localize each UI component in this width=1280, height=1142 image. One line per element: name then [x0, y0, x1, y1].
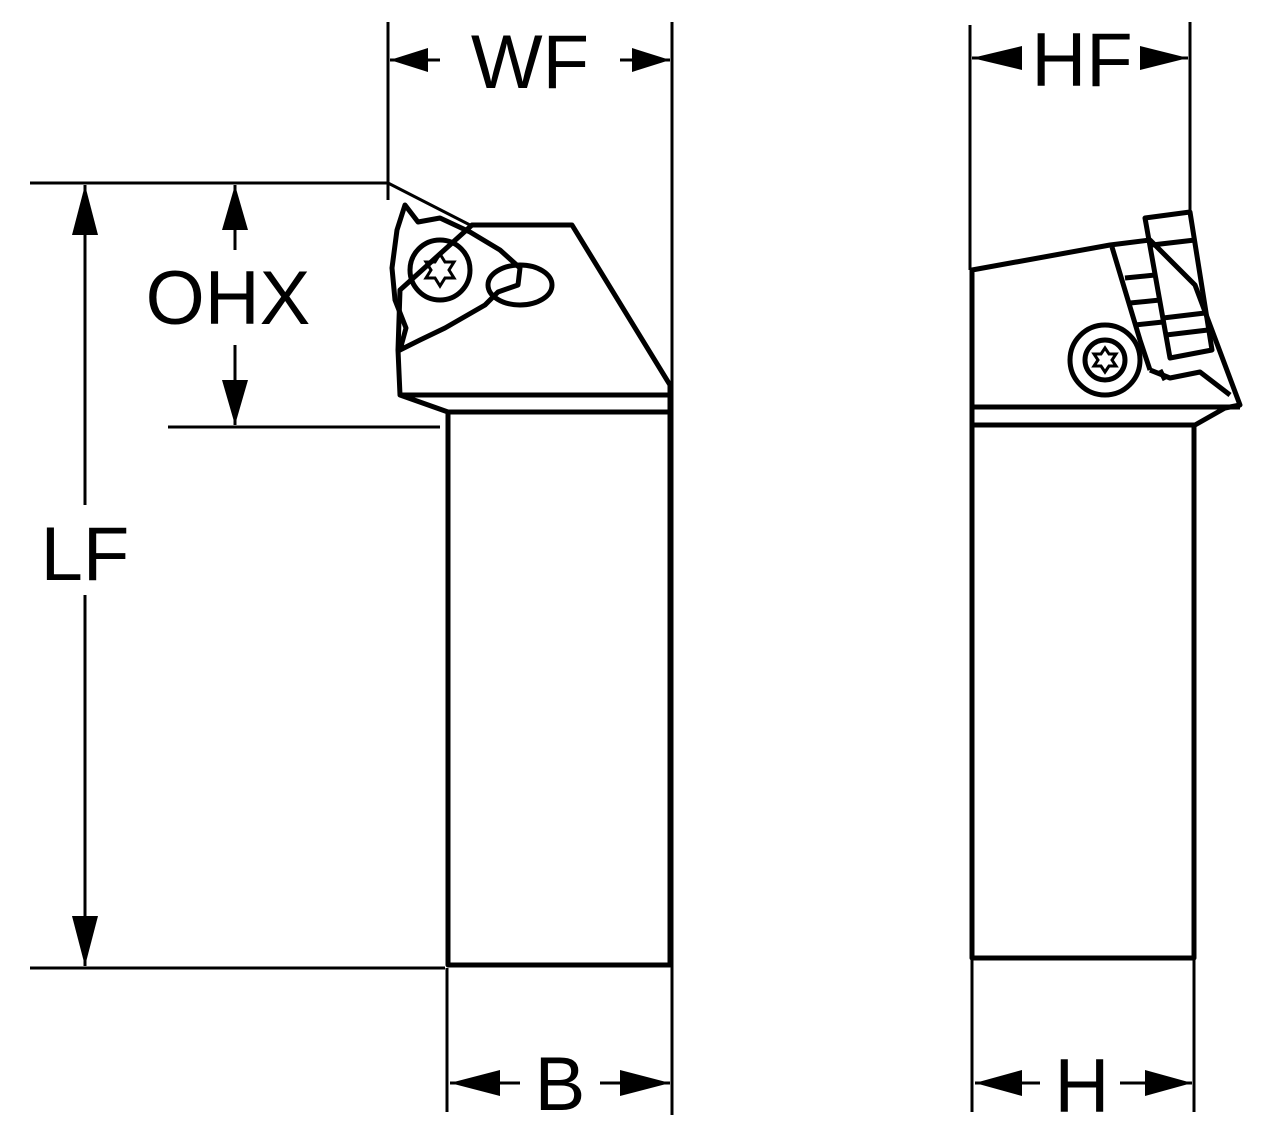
torx-socket [423, 251, 457, 289]
dimension-b: B [445, 968, 670, 1127]
dimension-label-hf: HF [1031, 18, 1132, 103]
dimension-wf: WF [386, 20, 674, 1115]
dimension-label-ohx: OHX [146, 256, 311, 341]
threading-insert-icon [389, 202, 523, 353]
front-shank [445, 409, 673, 968]
side-view [969, 209, 1243, 961]
dimension-label-wf: WF [471, 20, 589, 105]
dimension-label-lf: LF [41, 512, 130, 597]
dimension-label-h: H [1055, 1044, 1110, 1129]
dimension-ohx: OHX [30, 181, 440, 429]
torx-screw-icon [407, 237, 473, 303]
front-head [395, 222, 673, 415]
dimension-h: H [970, 960, 1196, 1129]
clamp-plate [1109, 246, 1232, 397]
tip-reference-line [387, 181, 471, 227]
side-shank [969, 422, 1197, 961]
dimension-hf: HF [968, 18, 1192, 270]
front-view [387, 181, 673, 968]
dimension-lf: LF [30, 185, 445, 970]
dimension-label-b: B [535, 1042, 586, 1127]
side-insert [1142, 209, 1215, 361]
side-torx-screw-icon [1067, 322, 1143, 398]
